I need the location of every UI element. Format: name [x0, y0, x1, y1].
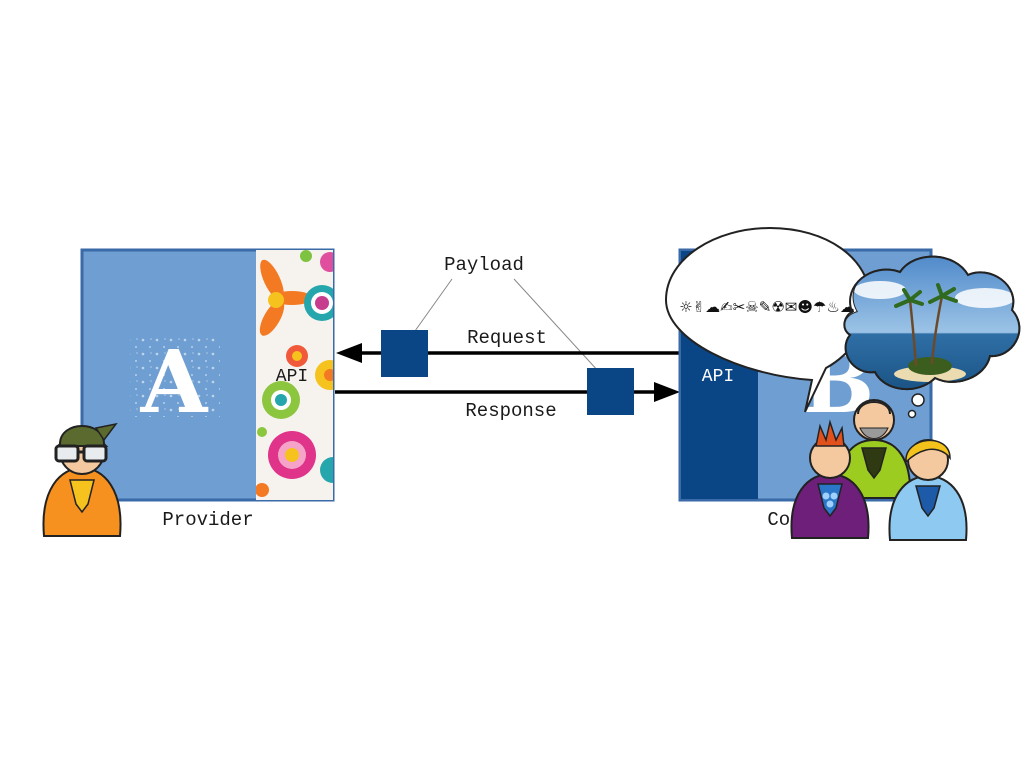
consumer-api-label: API: [702, 367, 734, 387]
request-flow: Request: [336, 327, 680, 377]
thought-dot-small: [907, 409, 917, 419]
provider-person-icon: [42, 422, 122, 537]
request-arrowhead: [336, 343, 362, 363]
letter-texture: [130, 335, 220, 417]
response-flow: Response: [335, 368, 680, 422]
provider-api-label: API: [276, 367, 308, 387]
flower-green: [262, 381, 300, 419]
flower-teal: [304, 285, 333, 321]
person-purple-icon: [790, 419, 870, 539]
response-label: Response: [465, 400, 556, 422]
payload-callout: Payload: [404, 254, 611, 385]
flower-red: [286, 345, 308, 367]
consumer-people: [790, 399, 968, 541]
request-packet: [381, 330, 428, 377]
speech-bubble-text: ☼✌☁✍✂☠✎☢✉☻☂♨☁: [679, 298, 855, 316]
payload-label: Payload: [444, 254, 524, 276]
flower-pink-small: [300, 250, 333, 272]
provider-name: Provider: [162, 509, 253, 531]
person-blue-icon: [888, 439, 968, 541]
flower-teal-bottom: [256, 427, 333, 497]
provider-system: A: [42, 248, 335, 537]
flower-pattern-panel: [256, 250, 333, 500]
flower-magenta: [268, 431, 316, 479]
speech-bubble: ☼✌☁✍✂☠✎☢✉☻☂♨☁: [664, 226, 872, 413]
flower-orange: [259, 259, 312, 336]
request-label: Request: [467, 327, 547, 349]
person-green-icon: [836, 399, 912, 499]
response-packet: [587, 368, 634, 415]
payload-leader-right: [513, 278, 611, 385]
flower-yellow: [315, 360, 333, 390]
response-arrowhead: [654, 382, 680, 402]
thought-dot: [911, 393, 925, 407]
